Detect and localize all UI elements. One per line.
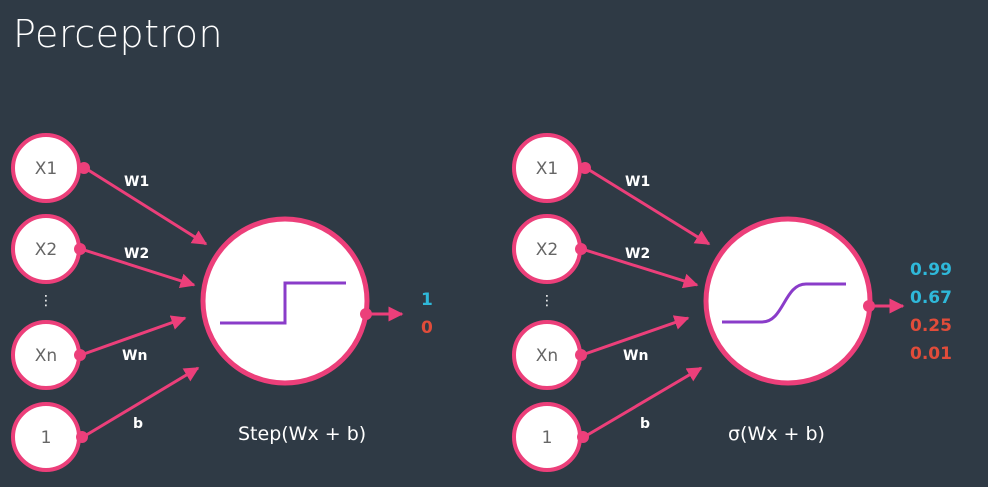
right-dot-x1 [579, 162, 591, 174]
left-weight-b: b [133, 416, 143, 432]
right-summation-node [703, 216, 873, 386]
right-weight-w1: W1 [625, 174, 650, 190]
right-ellipsis: ⋮ [540, 293, 554, 309]
left-input-label-x2: X2 [35, 240, 57, 260]
left-output-value-0: 0 [421, 318, 433, 338]
right-weight-wn: Wn [623, 348, 648, 364]
right-output-value-3: 0.25 [910, 316, 952, 336]
left-dot-x1 [78, 162, 90, 174]
right-edge-bias [583, 366, 703, 439]
left-input-label-x1: X1 [35, 159, 57, 179]
right-dot-xn [575, 349, 587, 361]
right-input-label-bias: 1 [542, 428, 553, 448]
right-dot-bias [577, 431, 589, 443]
right-output-value-1: 0.99 [910, 260, 952, 280]
left-dot-xn [74, 349, 86, 361]
left-weight-wn: Wn [122, 348, 147, 364]
left-function-label: Step(Wx + b) [238, 423, 366, 445]
left-ellipsis: ⋮ [39, 293, 53, 309]
right-perceptron: X1 X2 Xn 1 ⋮ W1 W2 Wn b σ(Wx + b) 0.99 0… [512, 133, 952, 472]
left-edge-x1 [84, 166, 208, 246]
left-input-label-bias: 1 [41, 428, 52, 448]
right-edge-x1 [585, 166, 711, 246]
right-weight-w2: W2 [625, 246, 650, 262]
left-dot-bias [76, 431, 88, 443]
step-function-icon [220, 281, 346, 325]
left-dot-x2 [74, 243, 86, 255]
right-weight-b: b [640, 416, 650, 432]
page-title: Perceptron [13, 12, 224, 56]
left-weight-w1: W1 [124, 174, 149, 190]
right-input-label-x2: X2 [536, 240, 558, 260]
left-output-dot [360, 308, 372, 320]
right-input-label-x1: X1 [536, 159, 558, 179]
right-output-value-2: 0.67 [910, 288, 952, 308]
right-function-label: σ(Wx + b) [728, 423, 825, 445]
left-edge-xn [80, 315, 187, 357]
right-output-value-4: 0.01 [910, 344, 952, 364]
right-edge-x2 [581, 247, 699, 289]
left-output-value-1: 1 [421, 290, 433, 310]
right-output-dot [863, 300, 875, 312]
left-perceptron: X1 X2 Xn 1 ⋮ W1 W2 Wn b Step(Wx + b) 1 0 [11, 133, 433, 472]
left-weight-w2: W2 [124, 246, 149, 262]
right-edge-xn [581, 315, 690, 357]
left-edge-bias [82, 366, 200, 439]
sigmoid-function-icon [722, 282, 846, 324]
right-dot-x2 [575, 243, 587, 255]
left-edge-x2 [80, 247, 196, 289]
right-input-label-xn: Xn [536, 346, 558, 366]
left-input-label-xn: Xn [35, 346, 57, 366]
